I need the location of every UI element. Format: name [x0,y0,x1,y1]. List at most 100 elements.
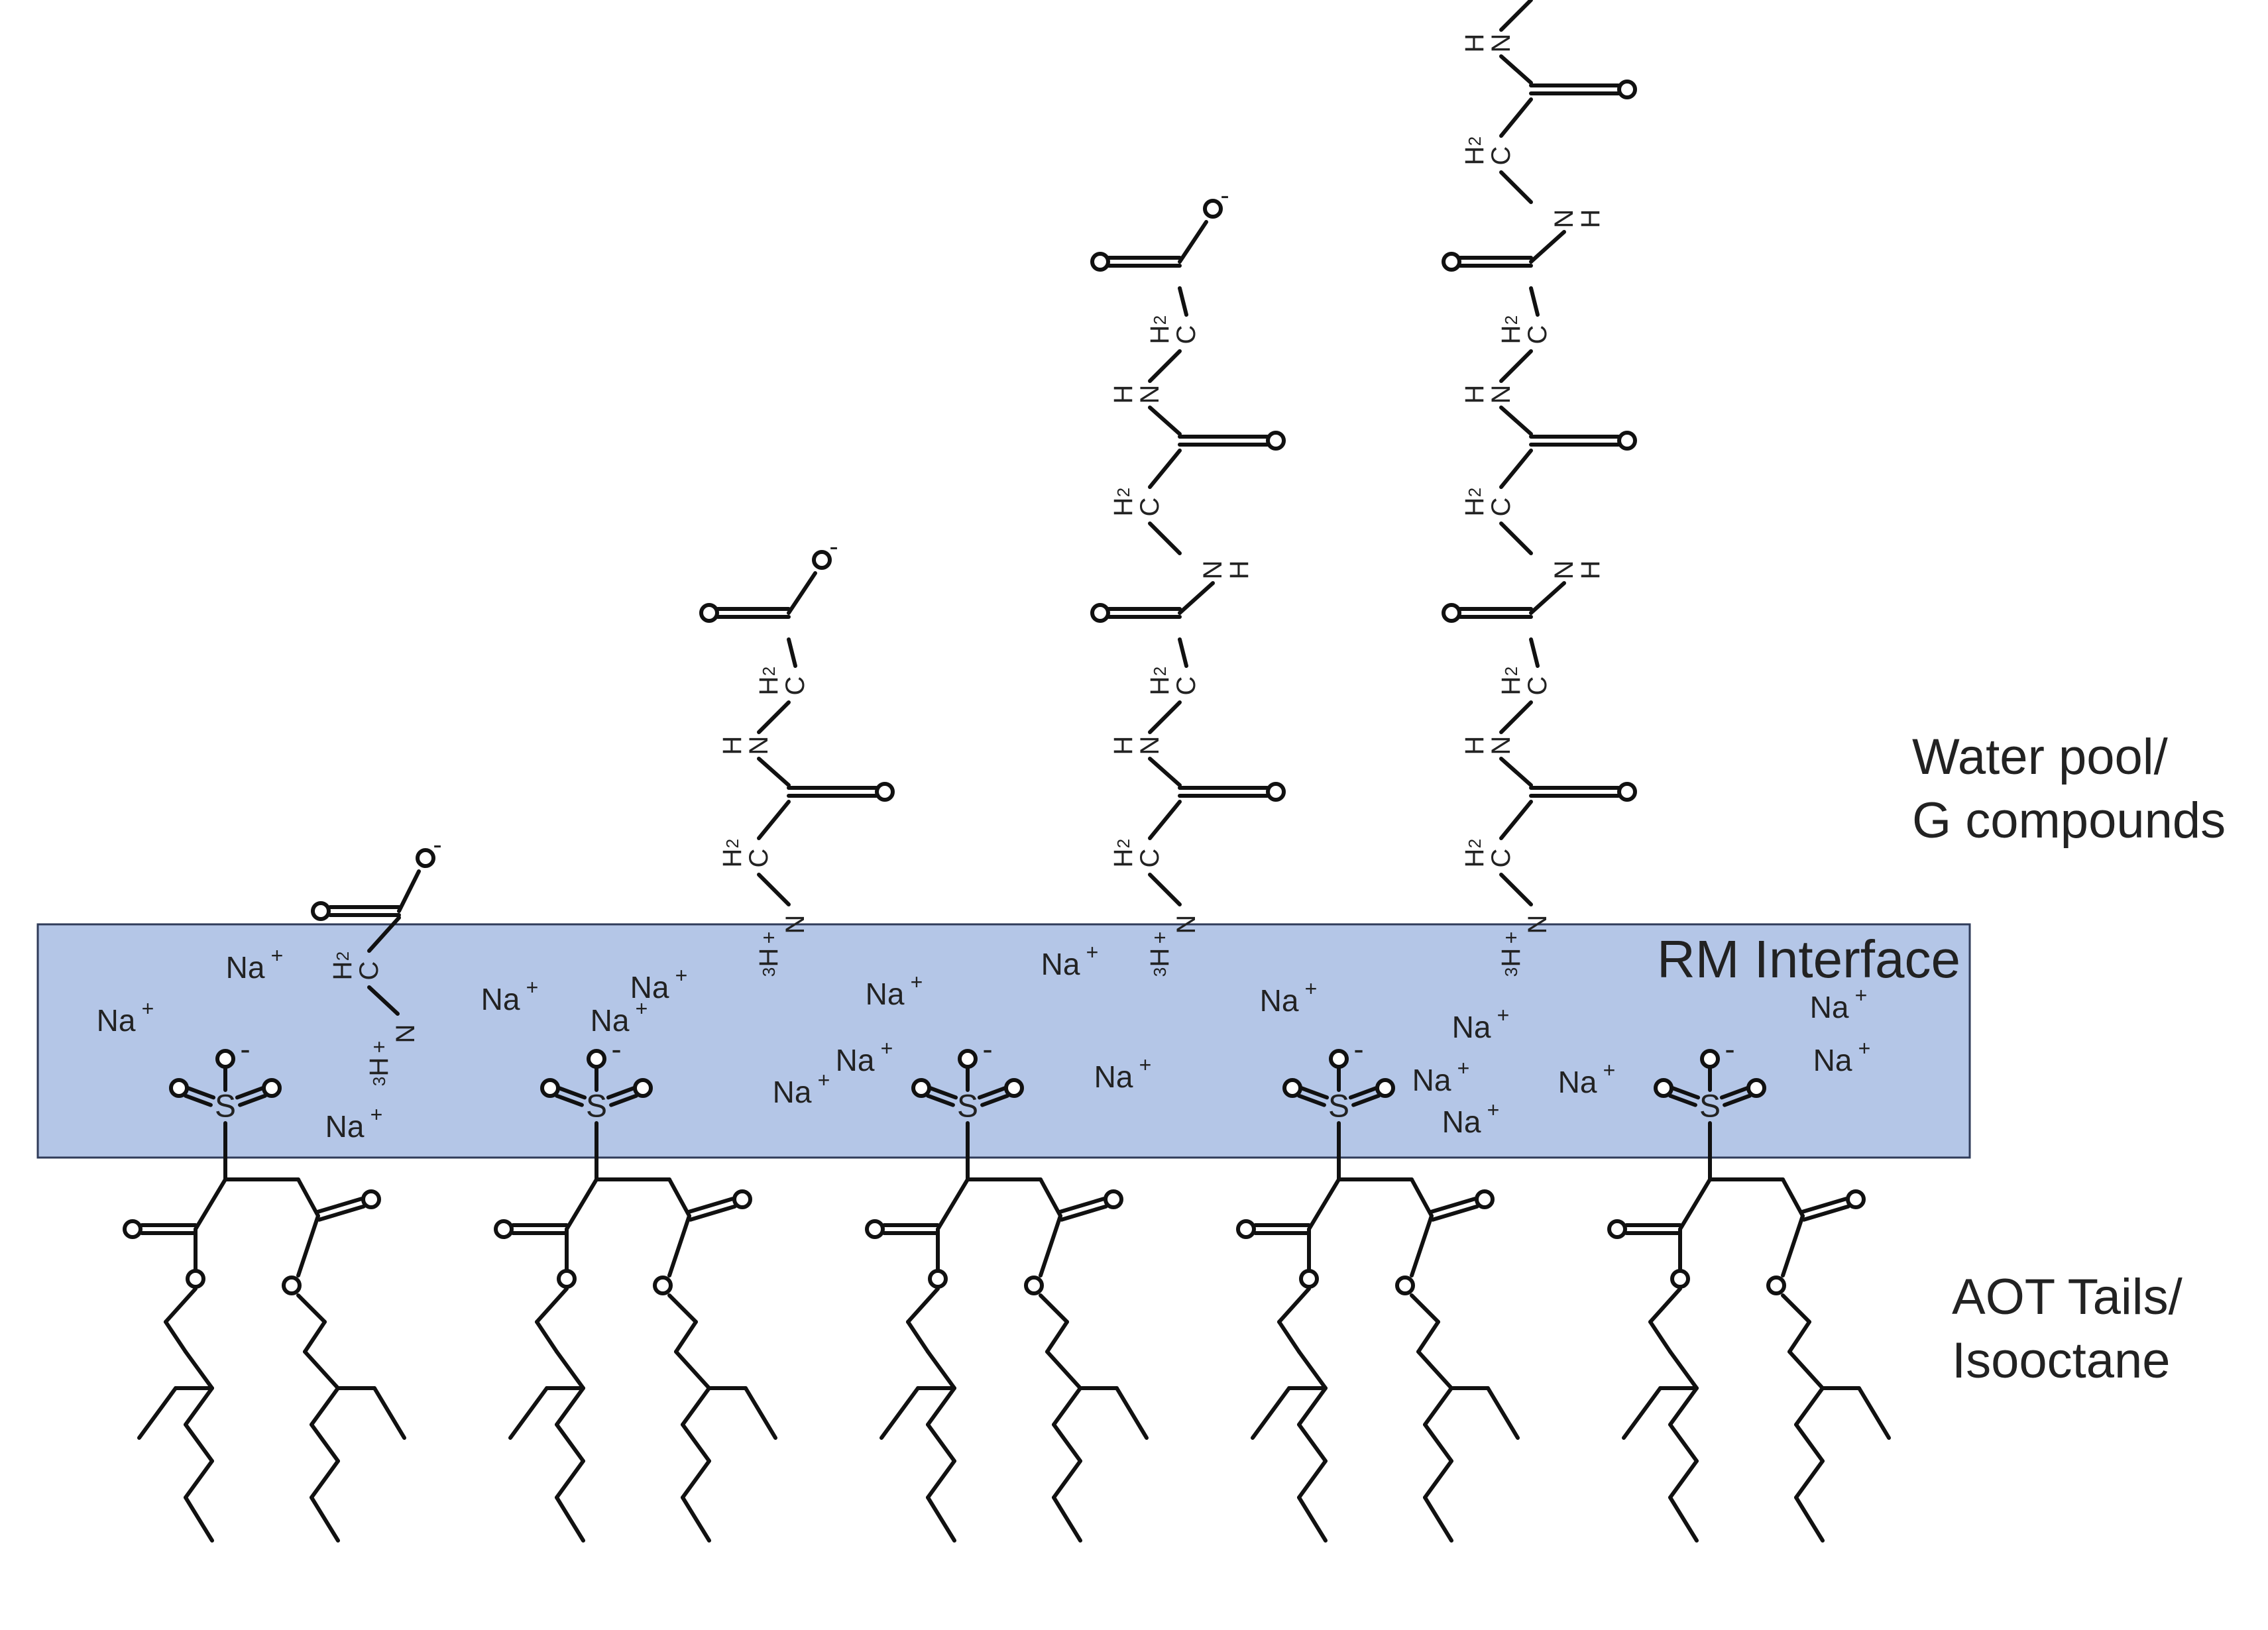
bond [879,1386,920,1440]
bond [296,1177,320,1218]
sodium-charge: + [636,997,648,1020]
carbonyl-oxygen [1617,80,1637,99]
bond [1499,757,1533,787]
bond [1499,0,1533,32]
positive-charge: + [1148,932,1172,944]
carbon-atom: C [1172,677,1201,696]
carboxylate-oxygen [812,550,832,570]
bond [1529,637,1540,668]
negative-charge: - [1725,1032,1734,1066]
subscript-2: 2 [1113,488,1133,497]
double-bond [235,1086,264,1100]
hydrogen-atom: H [1460,146,1489,166]
carbonyl-oxygen [1236,1219,1256,1239]
nitrogen-atom: N [1487,736,1516,755]
bond [1794,1495,1825,1543]
bond [184,1459,214,1499]
bond [1410,1177,1434,1218]
bond [565,1177,598,1231]
double-bond [315,1197,364,1215]
bond [1148,521,1182,555]
bond [1052,1386,1082,1427]
water-pool-label-line2: G compounds [1912,792,2226,849]
hydrogen-atom: H [1460,34,1489,53]
subscript-2: 2 [1465,136,1485,146]
negative-charge: - [1220,181,1229,210]
ester-oxygen [928,1269,948,1289]
carbonyl-oxygen [1104,1189,1123,1209]
sodium-ion: Na [866,977,905,1011]
double-bond [186,1086,216,1100]
sodium-charge: + [370,1103,383,1126]
carbon-atom: C [1487,146,1516,166]
bond [397,869,421,913]
nitrogen-atom: N [1550,209,1579,229]
bond [681,1386,711,1427]
bond [137,1386,178,1440]
carboxylate-oxygen [416,848,435,868]
bond [757,873,791,906]
bond [1148,757,1182,787]
nitrogen-atom: N [391,1024,420,1044]
hydrogen-atom: H [1109,498,1138,517]
bond [1178,581,1215,615]
bond [926,1459,956,1499]
nitrogen-atom: N [1487,385,1516,404]
bond [1297,1495,1328,1543]
bond [1410,1293,1440,1324]
hydrogen-atom: H [1460,385,1489,404]
bond [1668,1350,1699,1390]
bond [787,571,817,615]
bond [1499,521,1533,555]
carbonyl-oxygen [875,782,895,802]
subscript-2: 2 [1150,667,1170,676]
carbonyl-oxygen [1266,782,1286,802]
bond [1148,800,1182,840]
bond [1178,220,1208,264]
sulfonate-oxygen [262,1078,282,1098]
carbonyl-oxygen [1617,782,1637,802]
double-bond [977,1086,1007,1100]
bond [1499,54,1533,85]
bond [1052,1459,1082,1499]
sodium-ion: Na [1094,1060,1133,1094]
carbon-atom: C [1487,498,1516,517]
bond [164,1287,198,1324]
sodium-ion: Na [630,970,669,1005]
nitrogen-atom: N [1523,915,1552,934]
double-bond [317,1204,366,1222]
hydrogen-atom: H [718,736,747,755]
bond [184,1495,214,1543]
hydrogen-atom: H [1145,677,1174,696]
sodium-charge: + [1603,1058,1616,1082]
bond [1794,1386,1825,1427]
carbon-atom: C [781,677,810,696]
double-bond [929,1086,958,1100]
double-bond [686,1197,735,1215]
bond [1668,1386,1699,1427]
sodium-ion: Na [591,1003,630,1038]
bond [681,1495,711,1543]
bond [1668,1423,1699,1463]
sodium-charge: + [1086,940,1099,964]
hydrogen-atom: H [1576,209,1605,229]
hydrogen-atom: H [754,948,783,967]
bond [1499,449,1533,489]
sodium-ion: Na [1813,1043,1852,1077]
hydrogen-atom: H [328,961,357,981]
carbon-atom: C [1487,849,1516,868]
bond [757,700,791,734]
sulfonate-oxygen [1700,1049,1720,1069]
ester-oxygen [1670,1269,1690,1289]
hydrogen-atom: H [1145,948,1174,967]
subscript-2: 2 [759,667,779,676]
bond [1297,1423,1328,1463]
ester-oxygen [1766,1276,1786,1295]
bond [674,1320,698,1354]
rm-interface-band [36,923,1971,1159]
carbonyl-oxygen [1442,252,1461,272]
carbonyl-oxygen [865,1219,885,1239]
hydrogen-atom: H [1497,325,1526,345]
nitrogen-atom: N [744,736,773,755]
